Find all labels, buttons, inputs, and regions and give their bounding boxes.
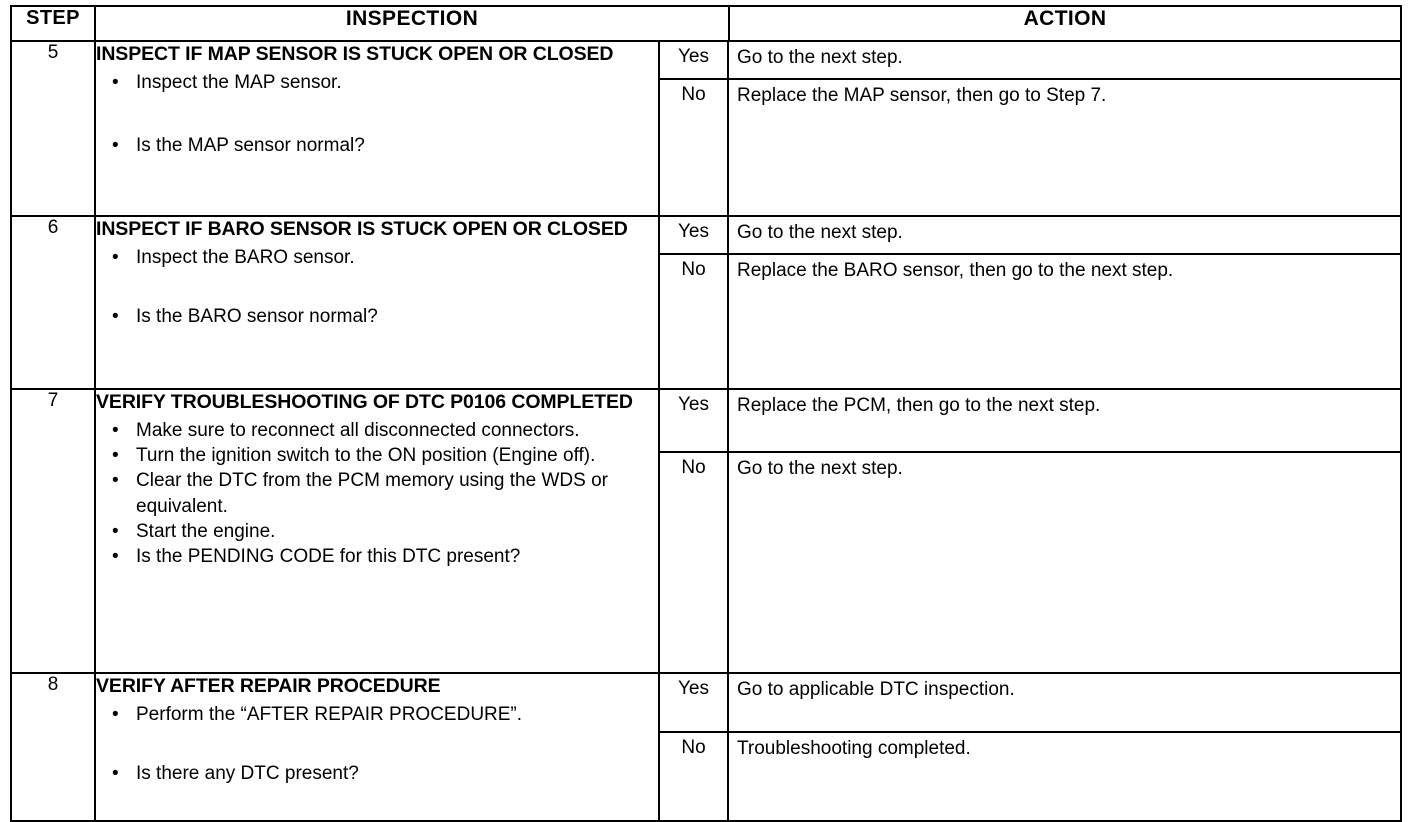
list-item-text: Clear the DTC from the PCM memory using … — [136, 470, 608, 517]
bullet-icon: • — [112, 445, 119, 466]
list-item: • Turn the ignition switch to the ON pos… — [96, 443, 658, 468]
inspection-cell: VERIFY AFTER REPAIR PROCEDURE • Perform … — [94, 672, 660, 822]
result-pair-cell: Yes Go to applicable DTC inspection. No … — [657, 672, 1403, 822]
action-text: Go to the next step. — [728, 452, 1401, 672]
list-item-text: Inspect the BARO sensor. — [136, 246, 355, 268]
step-number: 5 — [10, 40, 96, 217]
list-item: • Is the MAP sensor normal? — [96, 133, 658, 158]
step-number: 7 — [10, 388, 96, 674]
bullet-icon: • — [112, 135, 119, 156]
inspection-title: VERIFY AFTER REPAIR PROCEDURE — [96, 675, 441, 697]
answer-label-no: No — [660, 79, 729, 215]
list-item: • Perform the “AFTER REPAIR PROCEDURE”. — [96, 702, 658, 727]
result-row: No Go to the next step. — [660, 452, 1401, 672]
result-pair-cell: Yes Replace the PCM, then go to the next… — [657, 388, 1403, 674]
list-item-text: Inspect the MAP sensor. — [136, 71, 342, 93]
list-item: • Inspect the BARO sensor. — [96, 245, 658, 270]
spacer — [96, 95, 658, 133]
inspection-bullet-list: • Inspect the BARO sensor. • Is the BARO… — [96, 245, 658, 330]
bullet-icon: • — [112, 520, 119, 542]
table-row: 8 VERIFY AFTER REPAIR PROCEDURE • Perfor… — [10, 672, 1403, 822]
result-pair-cell: Yes Go to the next step. No Replace the … — [657, 40, 1403, 217]
bullet-icon: • — [112, 246, 119, 268]
result-row: No Replace the MAP sensor, then go to St… — [660, 79, 1401, 215]
action-text: Go to the next step. — [728, 217, 1401, 255]
troubleshooting-table: STEP INSPECTION ACTION 5 INSPECT IF MAP … — [10, 5, 1403, 822]
table-row: 6 INSPECT IF BARO SENSOR IS STUCK OPEN O… — [10, 215, 1403, 390]
list-item: • Make sure to reconnect all disconnecte… — [96, 418, 658, 443]
list-item: • Start the engine. — [96, 519, 658, 544]
answer-label-yes: Yes — [660, 390, 729, 453]
inspection-bullet-list: • Inspect the MAP sensor. • Is the MAP s… — [96, 70, 658, 159]
bullet-icon: • — [112, 470, 119, 492]
result-row: No Troubleshooting completed. — [660, 732, 1401, 820]
bullet-icon: • — [112, 703, 119, 725]
result-table: Yes Replace the PCM, then go to the next… — [660, 390, 1401, 672]
list-item: • Is the PENDING CODE for this DTC prese… — [96, 544, 658, 569]
result-row: Yes Replace the PCM, then go to the next… — [660, 390, 1401, 453]
result-table: Yes Go to the next step. No Replace the … — [660, 217, 1401, 388]
spacer — [96, 727, 658, 761]
step-number: 8 — [10, 672, 96, 822]
list-item-text: Is the MAP sensor normal? — [136, 135, 365, 156]
result-pair-cell: Yes Go to the next step. No Replace the … — [657, 215, 1403, 390]
action-text: Replace the PCM, then go to the next ste… — [728, 390, 1401, 453]
list-item-text: Is the BARO sensor normal? — [136, 306, 378, 327]
list-item: • Inspect the MAP sensor. — [96, 70, 658, 95]
answer-label-no: No — [660, 452, 729, 672]
inspection-title: INSPECT IF BARO SENSOR IS STUCK OPEN OR … — [96, 218, 628, 240]
table-row: 7 VERIFY TROUBLESHOOTING OF DTC P0106 CO… — [10, 388, 1403, 674]
list-item: • Is the BARO sensor normal? — [96, 304, 658, 329]
list-item-text: Is the PENDING CODE for this DTC present… — [136, 546, 521, 568]
result-row: Yes Go to the next step. — [660, 42, 1401, 80]
inspection-cell: INSPECT IF MAP SENSOR IS STUCK OPEN OR C… — [94, 40, 660, 217]
column-header-action: ACTION — [728, 5, 1403, 42]
result-table: Yes Go to applicable DTC inspection. No … — [660, 674, 1401, 820]
inspection-bullet-list: • Make sure to reconnect all disconnecte… — [96, 418, 658, 570]
list-item: • Clear the DTC from the PCM memory usin… — [96, 468, 658, 519]
answer-label-no: No — [660, 254, 729, 388]
inspection-bullet-list: • Perform the “AFTER REPAIR PROCEDURE”. … — [96, 702, 658, 787]
answer-label-yes: Yes — [660, 217, 729, 255]
column-header-inspection: INSPECTION — [93, 5, 731, 42]
inspection-cell: VERIFY TROUBLESHOOTING OF DTC P0106 COMP… — [94, 388, 660, 674]
step-number: 6 — [10, 215, 96, 390]
list-item: • Is there any DTC present? — [96, 761, 658, 786]
action-text: Replace the MAP sensor, then go to Step … — [728, 79, 1401, 215]
table-header: STEP INSPECTION ACTION — [10, 5, 1403, 42]
result-row: Yes Go to applicable DTC inspection. — [660, 674, 1401, 733]
answer-label-yes: Yes — [660, 42, 729, 80]
header-row: STEP INSPECTION ACTION — [10, 5, 1403, 42]
spacer — [96, 270, 658, 304]
answer-label-no: No — [660, 732, 729, 820]
action-text: Replace the BARO sensor, then go to the … — [728, 254, 1401, 388]
list-item-text: Make sure to reconnect all disconnected … — [136, 419, 580, 441]
result-row: No Replace the BARO sensor, then go to t… — [660, 254, 1401, 388]
inspection-cell: INSPECT IF BARO SENSOR IS STUCK OPEN OR … — [94, 215, 660, 390]
action-text: Go to applicable DTC inspection. — [728, 674, 1401, 733]
table-row: 5 INSPECT IF MAP SENSOR IS STUCK OPEN OR… — [10, 40, 1403, 217]
list-item-text: Start the engine. — [136, 520, 276, 542]
bullet-icon: • — [112, 763, 119, 784]
list-item-text: Turn the ignition switch to the ON posit… — [136, 445, 596, 466]
column-header-step: STEP — [10, 5, 96, 42]
list-item-text: Is there any DTC present? — [136, 763, 359, 784]
action-text: Troubleshooting completed. — [728, 732, 1401, 820]
inspection-title: INSPECT IF MAP SENSOR IS STUCK OPEN OR C… — [96, 43, 614, 65]
bullet-icon: • — [112, 306, 119, 327]
bullet-icon: • — [112, 419, 119, 441]
answer-label-yes: Yes — [660, 674, 729, 733]
action-text: Go to the next step. — [728, 42, 1401, 80]
list-item-text: Perform the “AFTER REPAIR PROCEDURE”. — [136, 703, 523, 725]
bullet-icon: • — [112, 546, 119, 568]
result-row: Yes Go to the next step. — [660, 217, 1401, 255]
table-body: 5 INSPECT IF MAP SENSOR IS STUCK OPEN OR… — [10, 40, 1403, 822]
inspection-title: VERIFY TROUBLESHOOTING OF DTC P0106 COMP… — [96, 391, 633, 413]
bullet-icon: • — [112, 71, 119, 93]
result-table: Yes Go to the next step. No Replace the … — [660, 42, 1401, 215]
